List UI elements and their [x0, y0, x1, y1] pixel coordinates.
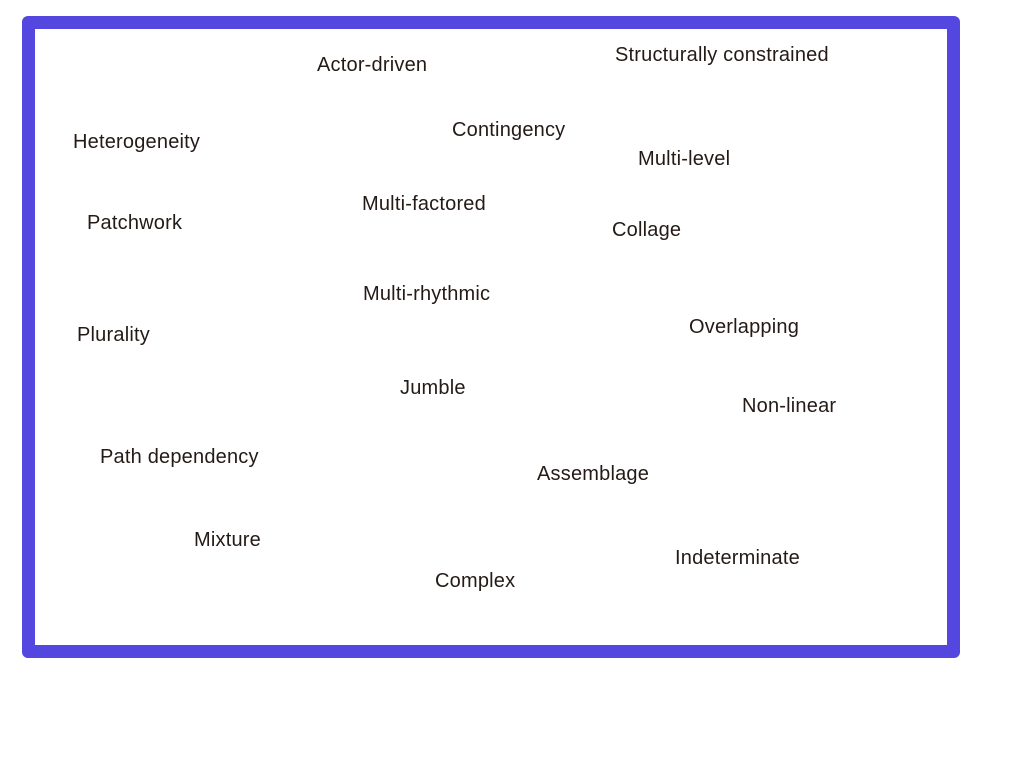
concept-label: Patchwork: [87, 212, 183, 234]
concept-label: Actor-driven: [317, 54, 428, 76]
concept-label: Heterogeneity: [73, 131, 201, 153]
concept-label: Indeterminate: [675, 547, 800, 569]
concept-label: Complex: [435, 570, 516, 592]
concept-label: Assemblage: [537, 463, 650, 485]
concept-label: Overlapping: [689, 316, 800, 338]
concept-label: Jumble: [400, 377, 466, 399]
concept-label: Multi-rhythmic: [363, 283, 491, 305]
concept-label: Plurality: [77, 324, 150, 346]
concept-label: Multi-factored: [362, 193, 486, 215]
concept-label: Multi-level: [638, 148, 731, 170]
cloud-border-frame: [22, 16, 960, 658]
concept-label: Mixture: [194, 529, 261, 551]
concept-label: Structurally constrained: [615, 44, 829, 66]
concept-label: Collage: [612, 219, 682, 241]
concept-label: Path dependency: [100, 446, 259, 468]
concept-label: Non-linear: [742, 395, 837, 417]
concept-label: Contingency: [452, 119, 566, 141]
